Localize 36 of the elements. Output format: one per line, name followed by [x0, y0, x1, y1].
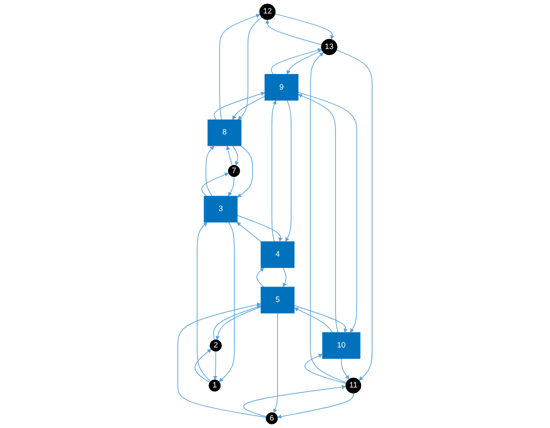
arrow	[271, 100, 276, 242]
arrow	[270, 48, 322, 75]
arrow	[236, 222, 262, 242]
arrow	[298, 94, 338, 333]
arrow	[228, 176, 234, 196]
arrow	[238, 16, 262, 120]
arrow	[285, 100, 292, 242]
arrow	[298, 92, 358, 333]
arrow	[265, 20, 322, 46]
arrow	[286, 50, 322, 74]
arrow	[282, 267, 287, 288]
arrow	[336, 50, 373, 381]
arrow	[294, 305, 348, 333]
arrow	[194, 348, 212, 383]
arrow	[219, 14, 260, 120]
arrow	[256, 267, 264, 288]
arrow	[226, 146, 233, 166]
arrow	[243, 384, 346, 418]
arrow	[274, 13, 334, 40]
arrow	[213, 350, 218, 380]
arrow	[232, 145, 239, 166]
arrow	[340, 358, 350, 380]
arrow	[232, 96, 266, 120]
arrow	[218, 222, 235, 382]
arrow	[304, 354, 346, 384]
arrow	[206, 146, 214, 196]
arrow	[294, 308, 333, 333]
arrow	[273, 312, 278, 414]
arrow	[310, 52, 347, 384]
arrow	[201, 172, 229, 196]
arrow	[237, 215, 283, 242]
arrow	[177, 302, 266, 418]
arrow	[237, 145, 253, 198]
arrow	[277, 392, 354, 419]
arrow	[196, 222, 211, 382]
arrow	[214, 92, 266, 120]
